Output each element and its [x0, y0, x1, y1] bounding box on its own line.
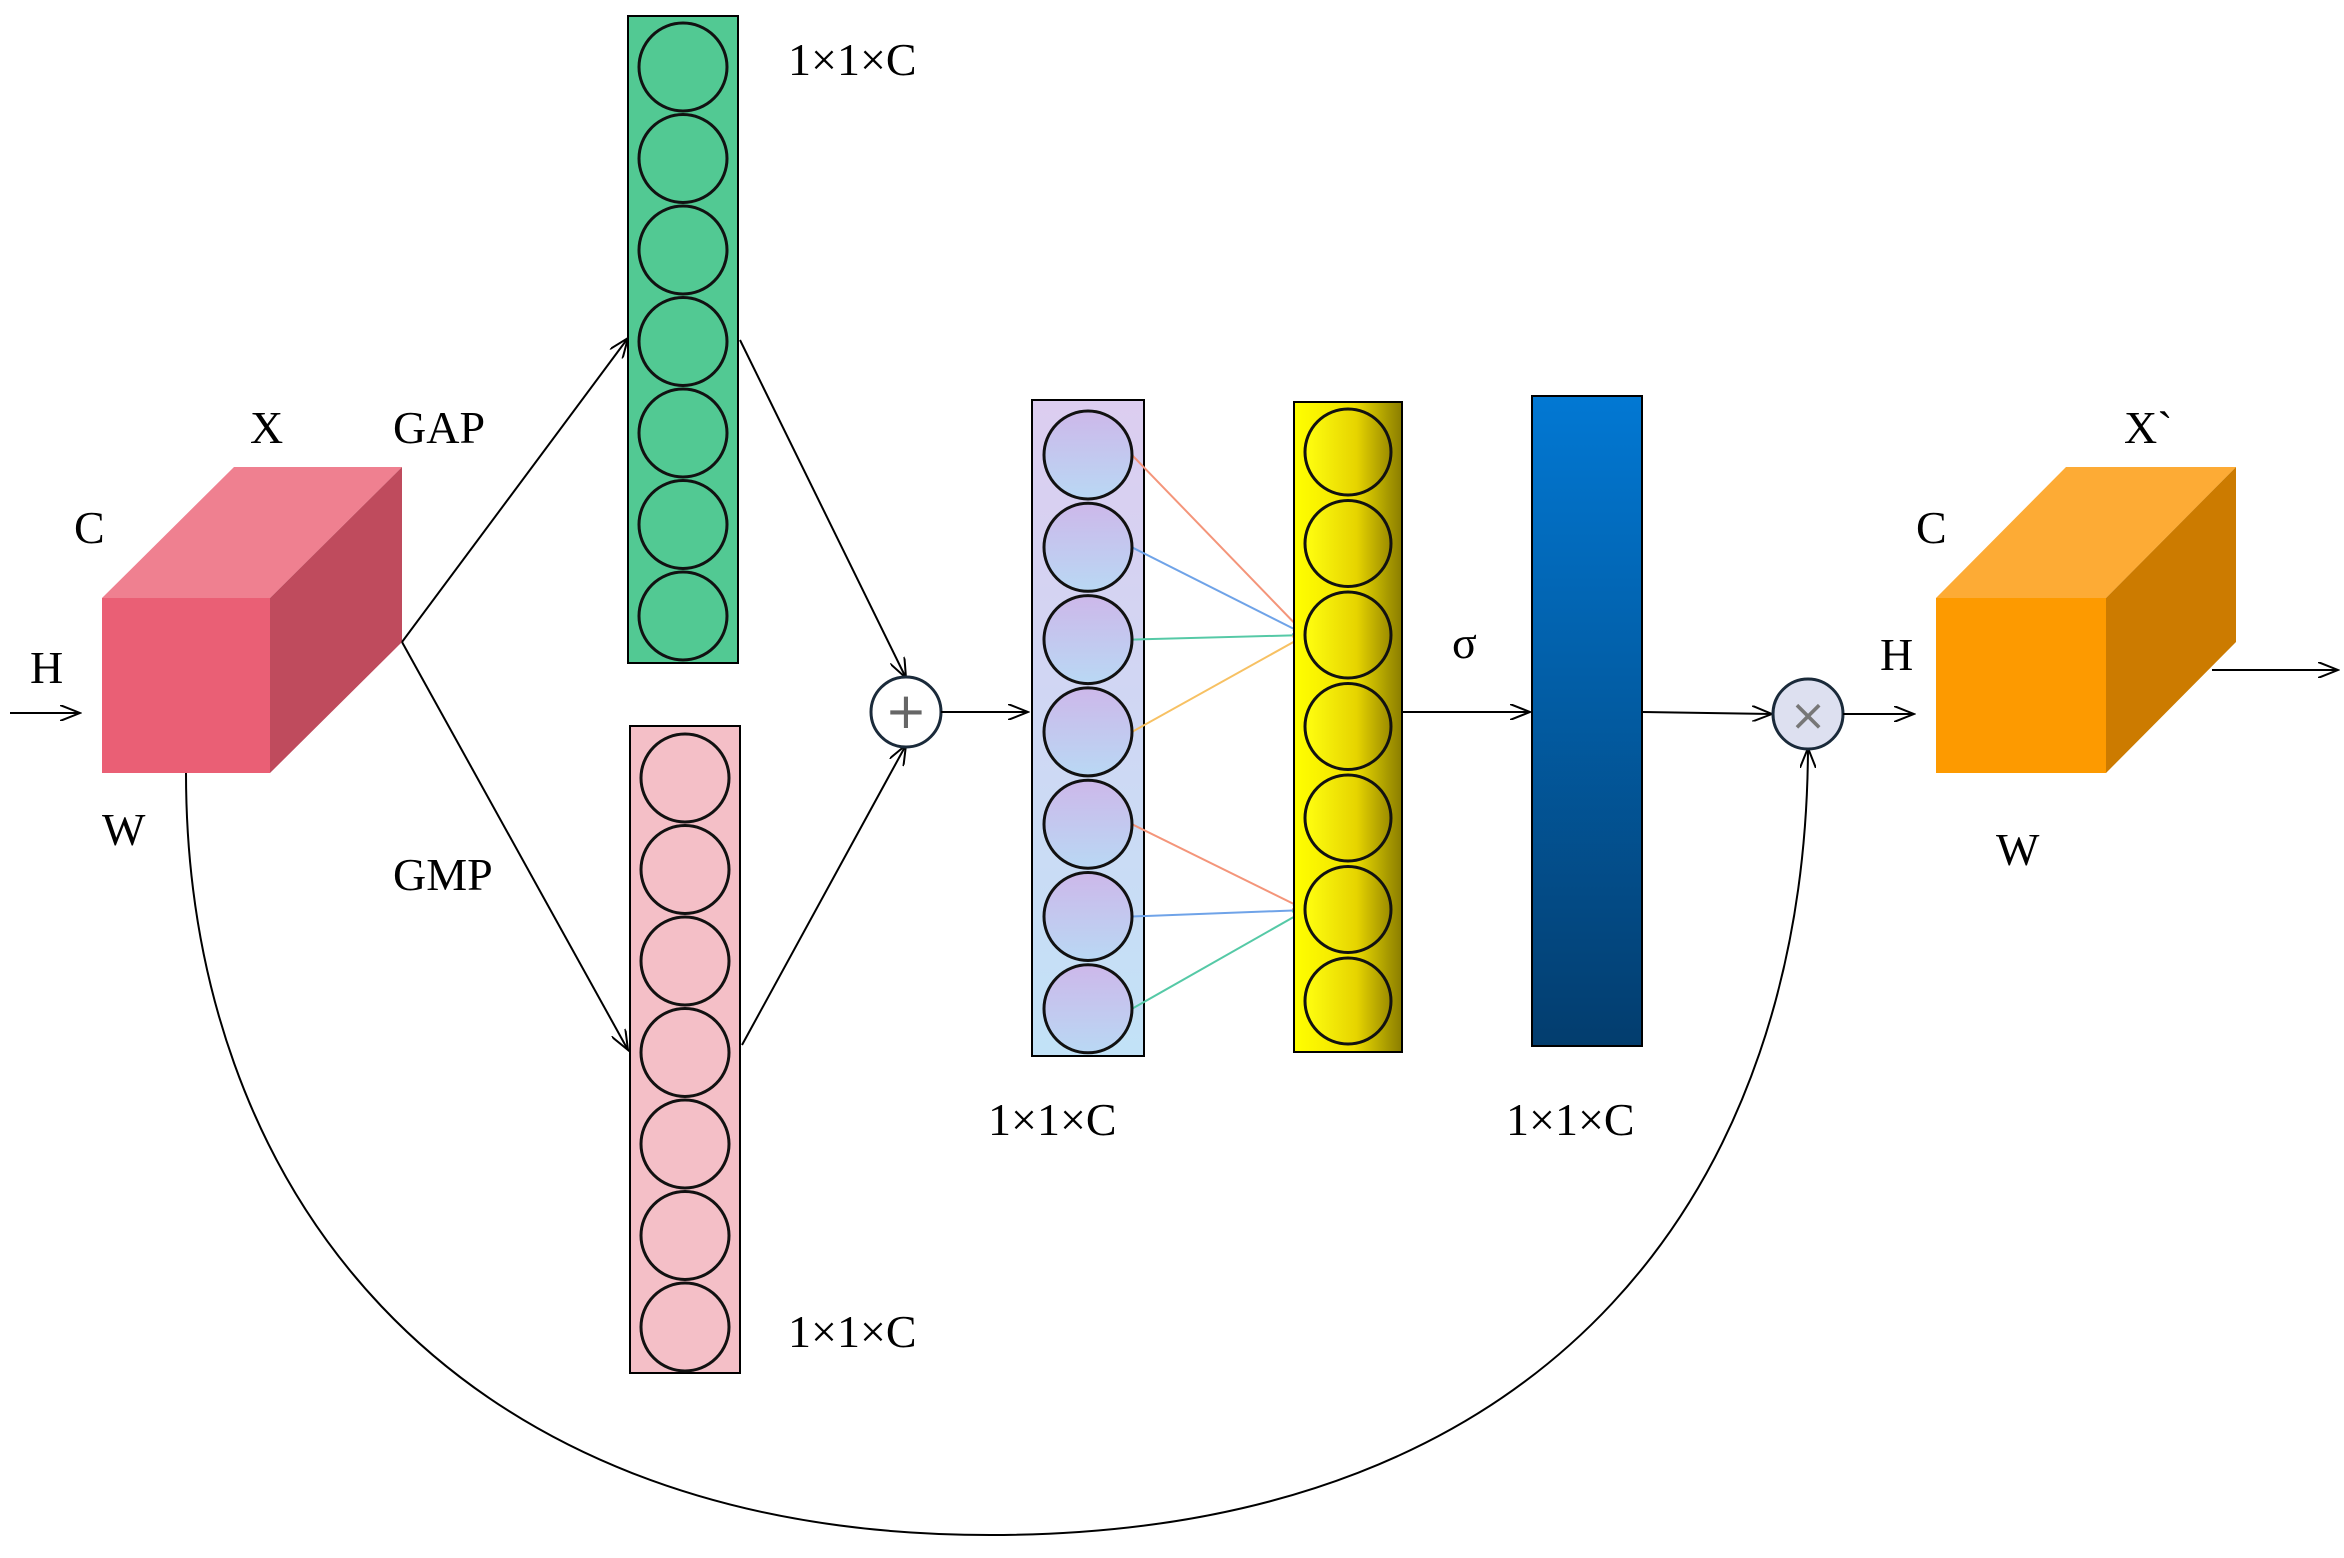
fc-output-node [1303, 956, 1393, 1046]
input-cube-front [102, 598, 270, 773]
output-cube-side [2106, 467, 2236, 773]
gmp-vector [629, 725, 741, 1374]
skip-connection-curve [185, 748, 1808, 1537]
gap-to-add-arrow [739, 339, 906, 678]
fc-connection-line [1131, 454, 1307, 636]
fc-input-nodes [1042, 409, 1134, 1055]
gap-label: GAP [393, 402, 485, 453]
output-title-label: X` [2124, 402, 2173, 453]
fc-output-node [1303, 865, 1393, 954]
fc-input-node [1042, 501, 1134, 593]
output-channel-label: C [1916, 502, 1947, 553]
fc-output-node [1303, 682, 1393, 771]
gap-node [637, 204, 729, 296]
output-cube [1936, 467, 2236, 773]
input-cube-top [102, 467, 402, 598]
attention-dim-label: 1×1×C [1506, 1094, 1635, 1145]
gmp-to-add-arrow [741, 745, 906, 1046]
fc-output-node [1303, 773, 1393, 863]
gmp-node [639, 1281, 731, 1373]
input-cube-side [270, 467, 402, 773]
gap-node [637, 21, 729, 113]
fc-input-node [1042, 778, 1134, 870]
multiply-operator: × [1771, 677, 1845, 751]
fc-input-node [1042, 871, 1134, 962]
fc-output-nodes [1303, 407, 1393, 1046]
fc-connection-line [1131, 909, 1307, 1010]
gap-node [637, 296, 729, 387]
gmp-branch-arrow [401, 641, 628, 1050]
gmp-node [639, 1098, 731, 1190]
gmp-vector-nodes [639, 732, 731, 1373]
gmp-node [639, 1007, 731, 1098]
output-width-label: W [1996, 824, 2040, 875]
fc-input-node [1042, 963, 1134, 1055]
fc-connection-line [1131, 909, 1307, 918]
fc-connection-line [1131, 634, 1307, 641]
gap-vector-nodes [637, 21, 729, 662]
fc-connection-line [1131, 634, 1307, 733]
weights-to-multiply-arrow [1641, 712, 1772, 714]
fc-input-node [1042, 594, 1134, 686]
gap-branch-arrow [401, 338, 628, 643]
gmp-node [639, 915, 731, 1007]
multiply-symbol: × [1790, 690, 1827, 741]
input-width-label: W [102, 804, 146, 855]
fc-input-node [1042, 409, 1134, 501]
gmp-label: GMP [393, 849, 493, 900]
output-height-label: H [1880, 629, 1913, 680]
gap-node [637, 387, 729, 479]
input-height-label: H [30, 642, 63, 693]
add-symbol: + [885, 682, 927, 740]
sigmoid-label: σ [1452, 617, 1477, 668]
output-cube-front [1936, 598, 2106, 773]
fc-output-node [1303, 407, 1393, 497]
gmp-node [639, 732, 731, 824]
output-cube-top [1936, 467, 2236, 598]
fc-input-dim-label: 1×1×C [988, 1094, 1117, 1145]
gap-vector [627, 15, 739, 664]
gmp-node [639, 1190, 731, 1281]
fc-output-node [1303, 499, 1393, 588]
fc-connection-line [1131, 546, 1307, 636]
gmp-node [639, 824, 731, 915]
fc-connections [1131, 454, 1309, 1010]
gmp-dim-label: 1×1×C [788, 1306, 917, 1357]
add-operator: + [869, 675, 943, 749]
gap-node [637, 113, 729, 204]
input-channel-label: C [74, 502, 105, 553]
fc-output-node [1303, 590, 1393, 680]
gap-dim-label: 1×1×C [788, 34, 917, 85]
attention-weight-vector [1531, 395, 1643, 1047]
input-title-label: X [250, 402, 283, 453]
input-cube [102, 467, 402, 773]
gap-node [637, 570, 729, 662]
fc-connection-line [1131, 823, 1307, 911]
fc-input-node [1042, 686, 1134, 778]
gap-node [637, 479, 729, 570]
